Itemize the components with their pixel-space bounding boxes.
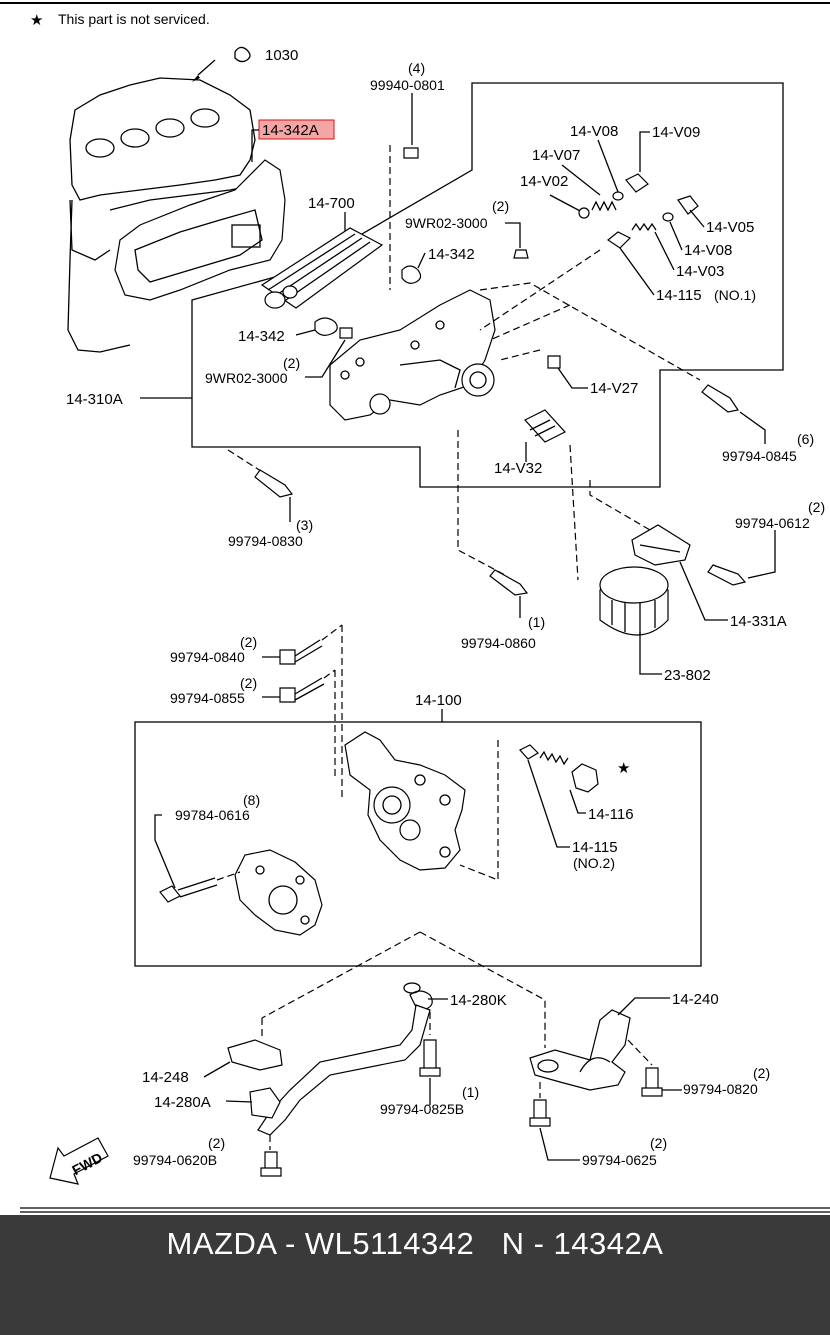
label-14-342-lower: 14-342	[238, 328, 285, 345]
note-text: This part is not serviced.	[58, 11, 210, 27]
footer-part-number: MAZDA - WL5114342 N - 14342A	[166, 1226, 664, 1261]
parts-diagram: ★ This part is not serviced. 1030 14-342…	[0, 2, 830, 1213]
oil-filter-bracket	[329, 289, 496, 421]
label-99794-0845: 99794-0845	[722, 448, 797, 464]
label-14-331A: 14-331A	[730, 613, 787, 630]
valve-spring-set-lower	[606, 195, 699, 249]
label-99794-0860: 99794-0860	[461, 635, 536, 651]
label-14-115-no1: (NO.1)	[714, 287, 756, 303]
label-99794-0620B: 99794-0620B	[133, 1152, 217, 1168]
label-99940-0801: 99940-0801	[370, 77, 445, 93]
qty-99794-0620B: (2)	[208, 1135, 225, 1151]
qty-99940: (4)	[408, 60, 425, 76]
label-14-240: 14-240	[672, 991, 719, 1008]
label-99794-0840: 99794-0840	[170, 649, 245, 665]
label-99794-0820: 99794-0820	[683, 1081, 758, 1097]
qty-99794-0845: (6)	[797, 431, 814, 447]
label-99784-0616: 99784-0616	[175, 807, 250, 823]
label-99794-0855: 99794-0855	[170, 690, 245, 706]
qty-99794-0612: (2)	[808, 499, 825, 515]
label-14-V27: 14-V27	[590, 380, 638, 397]
label-14-V09: 14-V09	[652, 124, 700, 141]
qty-99794-0625: (2)	[650, 1135, 667, 1151]
oil-filter	[599, 566, 669, 636]
label-14-V32: 14-V32	[494, 460, 542, 477]
label-99794-0625: 99794-0625	[582, 1152, 657, 1168]
label-14-V02: 14-V02	[520, 173, 568, 190]
label-14-115-b: 14-115	[572, 839, 618, 856]
qty-9wr02-a: (2)	[492, 198, 509, 214]
pump-cover	[234, 849, 323, 936]
star-icon: ★	[30, 12, 43, 29]
not-serviced-star-icon: ★	[617, 760, 630, 777]
valve-spring-set-upper	[578, 173, 649, 219]
qty-99794-0855: (2)	[240, 675, 257, 691]
label-14-100: 14-100	[415, 692, 462, 709]
leader-1030	[197, 59, 216, 76]
label-14-V08-a: 14-V08	[570, 123, 618, 140]
label-14-280A: 14-280A	[154, 1094, 211, 1111]
qty-9wr02-b: (2)	[283, 355, 300, 371]
qty-99794-0825B: (1)	[462, 1084, 479, 1100]
qty-99794-0820: (2)	[753, 1065, 770, 1081]
label-23-802: 23-802	[664, 667, 711, 684]
oil-pump	[344, 731, 466, 871]
qty-99794-0830: (3)	[296, 517, 313, 533]
footer-bar	[0, 1215, 830, 1335]
leader-14-342A	[251, 129, 259, 162]
label-14-115-a: 14-115	[656, 287, 702, 304]
label-14-342-upper: 14-342	[428, 246, 475, 263]
fwd-arrow-icon: FWD	[49, 1137, 109, 1185]
oil-cooler	[260, 227, 384, 309]
label-14-V08-b: 14-V08	[684, 242, 732, 259]
label-14-V03: 14-V03	[676, 263, 724, 280]
oil-strainer-pipe	[249, 990, 433, 1136]
label-99794-0830: 99794-0830	[228, 533, 303, 549]
label-14-248: 14-248	[142, 1069, 189, 1086]
engine-block	[67, 77, 286, 353]
qty-99794-0840: (2)	[240, 634, 257, 650]
qty-99794-0860: (1)	[528, 614, 545, 630]
label-9WR02-3000-b: 9WR02-3000	[205, 370, 288, 386]
label-14-310A: 14-310A	[66, 391, 123, 408]
label-9WR02-3000-a: 9WR02-3000	[405, 215, 488, 231]
label-99794-0825B: 99794-0825B	[380, 1101, 464, 1117]
assembly-outline-14-100	[134, 721, 702, 967]
label-14-342A: 14-342A	[262, 122, 319, 139]
label-14-280K: 14-280K	[450, 992, 507, 1009]
qty-99784-0616: (8)	[243, 792, 260, 808]
gasket-14-248	[227, 1039, 283, 1071]
label-14-V05: 14-V05	[706, 219, 754, 236]
label-14-115-no2: (NO.2)	[573, 855, 615, 871]
label-99794-0612: 99794-0612	[735, 515, 810, 531]
label-14-116: 14-116	[588, 806, 634, 823]
relief-valve-14-V32	[524, 409, 566, 443]
oil-strainer	[529, 1009, 631, 1091]
label-1030: 1030	[265, 47, 298, 64]
label-14-700: 14-700	[308, 195, 355, 212]
label-14-V07: 14-V07	[532, 147, 580, 164]
